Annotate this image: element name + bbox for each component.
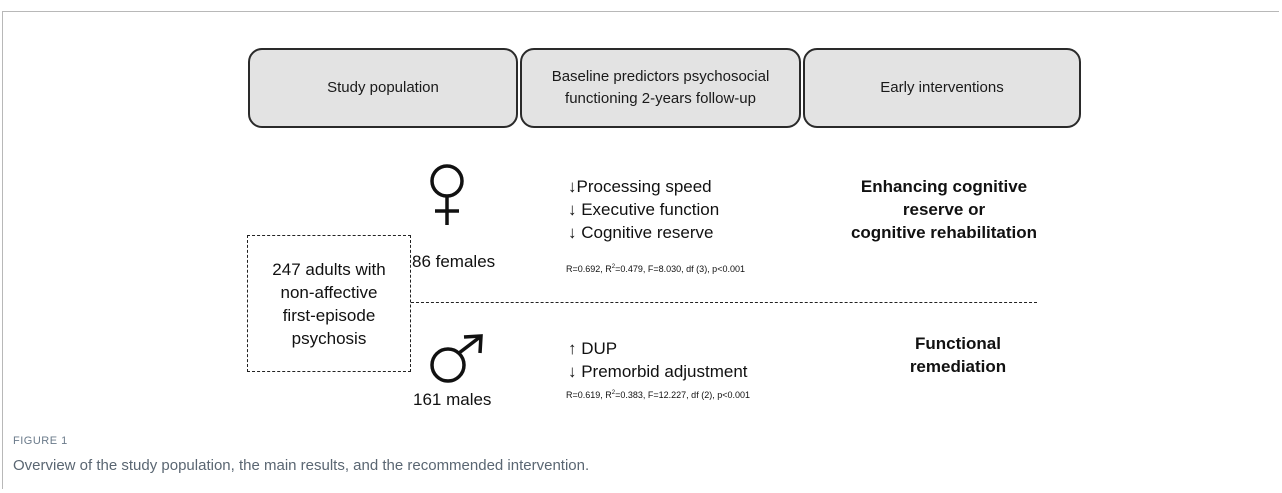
females-label: 86 females [412, 252, 496, 271]
female-intervention: Enhancing cognitive reserve or cognitive… [832, 175, 1056, 244]
female-intervention-line-1: Enhancing cognitive [860, 177, 1028, 196]
header-baseline-predictors: Baseline predictors psychosocial functio… [520, 48, 801, 128]
female-stats: R=0.692, R2=0.479, F=8.030, df (3), p<0.… [566, 264, 745, 274]
males-label: 161 males [413, 390, 492, 409]
female-predictor-cognitive-reserve: ↓ Cognitive reserve [568, 223, 714, 242]
female-predictor-list: ↓Processing speed ↓ Executive function ↓… [568, 175, 719, 244]
figure-caption: Overview of the study population, the ma… [13, 457, 590, 474]
female-intervention-line-2: reserve or [902, 200, 986, 219]
header-baseline-predictors-label: Baseline predictors psychosocial functio… [551, 68, 770, 107]
group-divider [411, 302, 1037, 303]
header-early-interventions: Early interventions [803, 48, 1081, 128]
female-stats-rest: =0.479, F=8.030, df (3), p<0.001 [615, 264, 745, 274]
male-stats-rest: =0.383, F=12.227, df (2), p<0.001 [615, 390, 750, 400]
male-predictor-dup: ↑ DUP [568, 339, 618, 358]
male-stats: R=0.619, R2=0.383, F=12.227, df (2), p<0… [566, 390, 750, 400]
female-predictor-executive-function: ↓ Executive function [568, 200, 720, 219]
squared-superscript: 2 [611, 390, 616, 396]
figure-label: FIGURE 1 [13, 435, 68, 447]
female-predictor-processing-speed: ↓Processing speed [568, 177, 712, 196]
header-study-population: Study population [248, 48, 518, 128]
female-intervention-line-3: cognitive rehabilitation [850, 223, 1038, 242]
male-stats-r: R=0.619, R [566, 390, 612, 400]
population-line-3: first-episode [282, 305, 376, 325]
population-box: 247 adults with non-affective first-epis… [247, 235, 411, 372]
population-line-4: psychosis [291, 328, 367, 348]
population-line-2: non-affective [280, 282, 378, 302]
male-predictor-list: ↑ DUP ↓ Premorbid adjustment [568, 337, 748, 383]
male-intervention: Functional remediation [868, 332, 1048, 378]
male-intervention-line-2: remediation [909, 357, 1007, 376]
header-study-population-label: Study population [327, 79, 439, 96]
male-intervention-line-1: Functional [915, 334, 1001, 353]
male-symbol-icon [430, 334, 483, 383]
squared-superscript: 2 [611, 264, 616, 270]
male-predictor-premorbid-adjustment: ↓ Premorbid adjustment [568, 362, 748, 381]
female-stats-r: R=0.692, R [566, 264, 612, 274]
population-line-1: 247 adults with [272, 259, 386, 279]
header-early-interventions-label: Early interventions [880, 79, 1004, 96]
figure-frame [2, 11, 1279, 489]
female-symbol-icon [430, 164, 464, 225]
